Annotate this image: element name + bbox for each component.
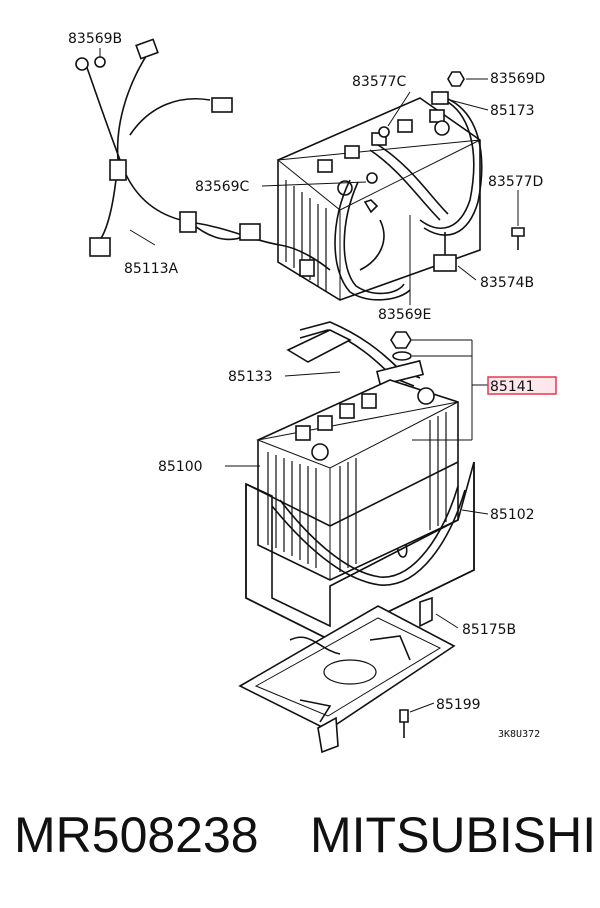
top-battery-drawing (276, 97, 483, 301)
callout-85173: 85173 (490, 103, 535, 119)
callout-85175B: 85175B (462, 622, 516, 638)
highlight-box-85141 (487, 376, 557, 395)
callout-83577D: 83577D (488, 174, 543, 190)
callout-85113A: 85113A (124, 261, 179, 277)
battery-assembly-diagram: 83569B 85113A 83577C 83569D 85173 83577D… (68, 31, 557, 754)
battery-tray (238, 596, 456, 754)
hold-down-clamp (286, 321, 425, 387)
callout-83569D: 83569D (490, 71, 545, 87)
part-number: MR508238 (14, 807, 259, 863)
callout-83569E: 83569E (378, 307, 431, 323)
bottom-leaders (225, 339, 490, 713)
callout-85102: 85102 (490, 507, 535, 523)
drawing-code: 3K8U372 (498, 729, 540, 740)
top-leaders (99, 48, 519, 305)
callout-83574B: 83574B (480, 275, 534, 291)
callout-83569C: 83569C (195, 179, 250, 195)
callout-83577C: 83577C (352, 74, 407, 90)
top-fasteners (363, 71, 525, 250)
callout-85133: 85133 (228, 369, 273, 385)
callout-85199: 85199 (436, 697, 481, 713)
callout-85100: 85100 (158, 459, 203, 475)
wiring-harness (75, 38, 331, 277)
callout-85141: 85141 (490, 379, 535, 395)
callout-83569B: 83569B (68, 31, 122, 47)
battery-box (245, 461, 475, 641)
brand-name: MITSUBISHI (310, 807, 597, 863)
main-battery (256, 379, 459, 581)
